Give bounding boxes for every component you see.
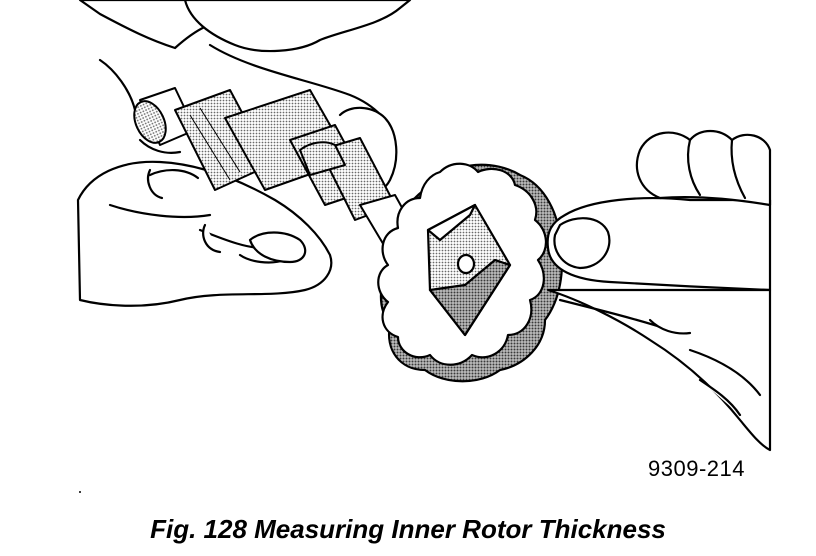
micrometer-icon (133, 87, 421, 253)
illustration (76, 0, 772, 493)
figure-reference-number: 9309-214 (648, 456, 745, 481)
speck (79, 491, 81, 493)
inner-rotor-icon (377, 162, 563, 383)
left-hand (76, 0, 412, 307)
right-hand (546, 129, 772, 452)
figure-caption: Fig. 128 Measuring Inner Rotor Thickness (150, 514, 666, 544)
